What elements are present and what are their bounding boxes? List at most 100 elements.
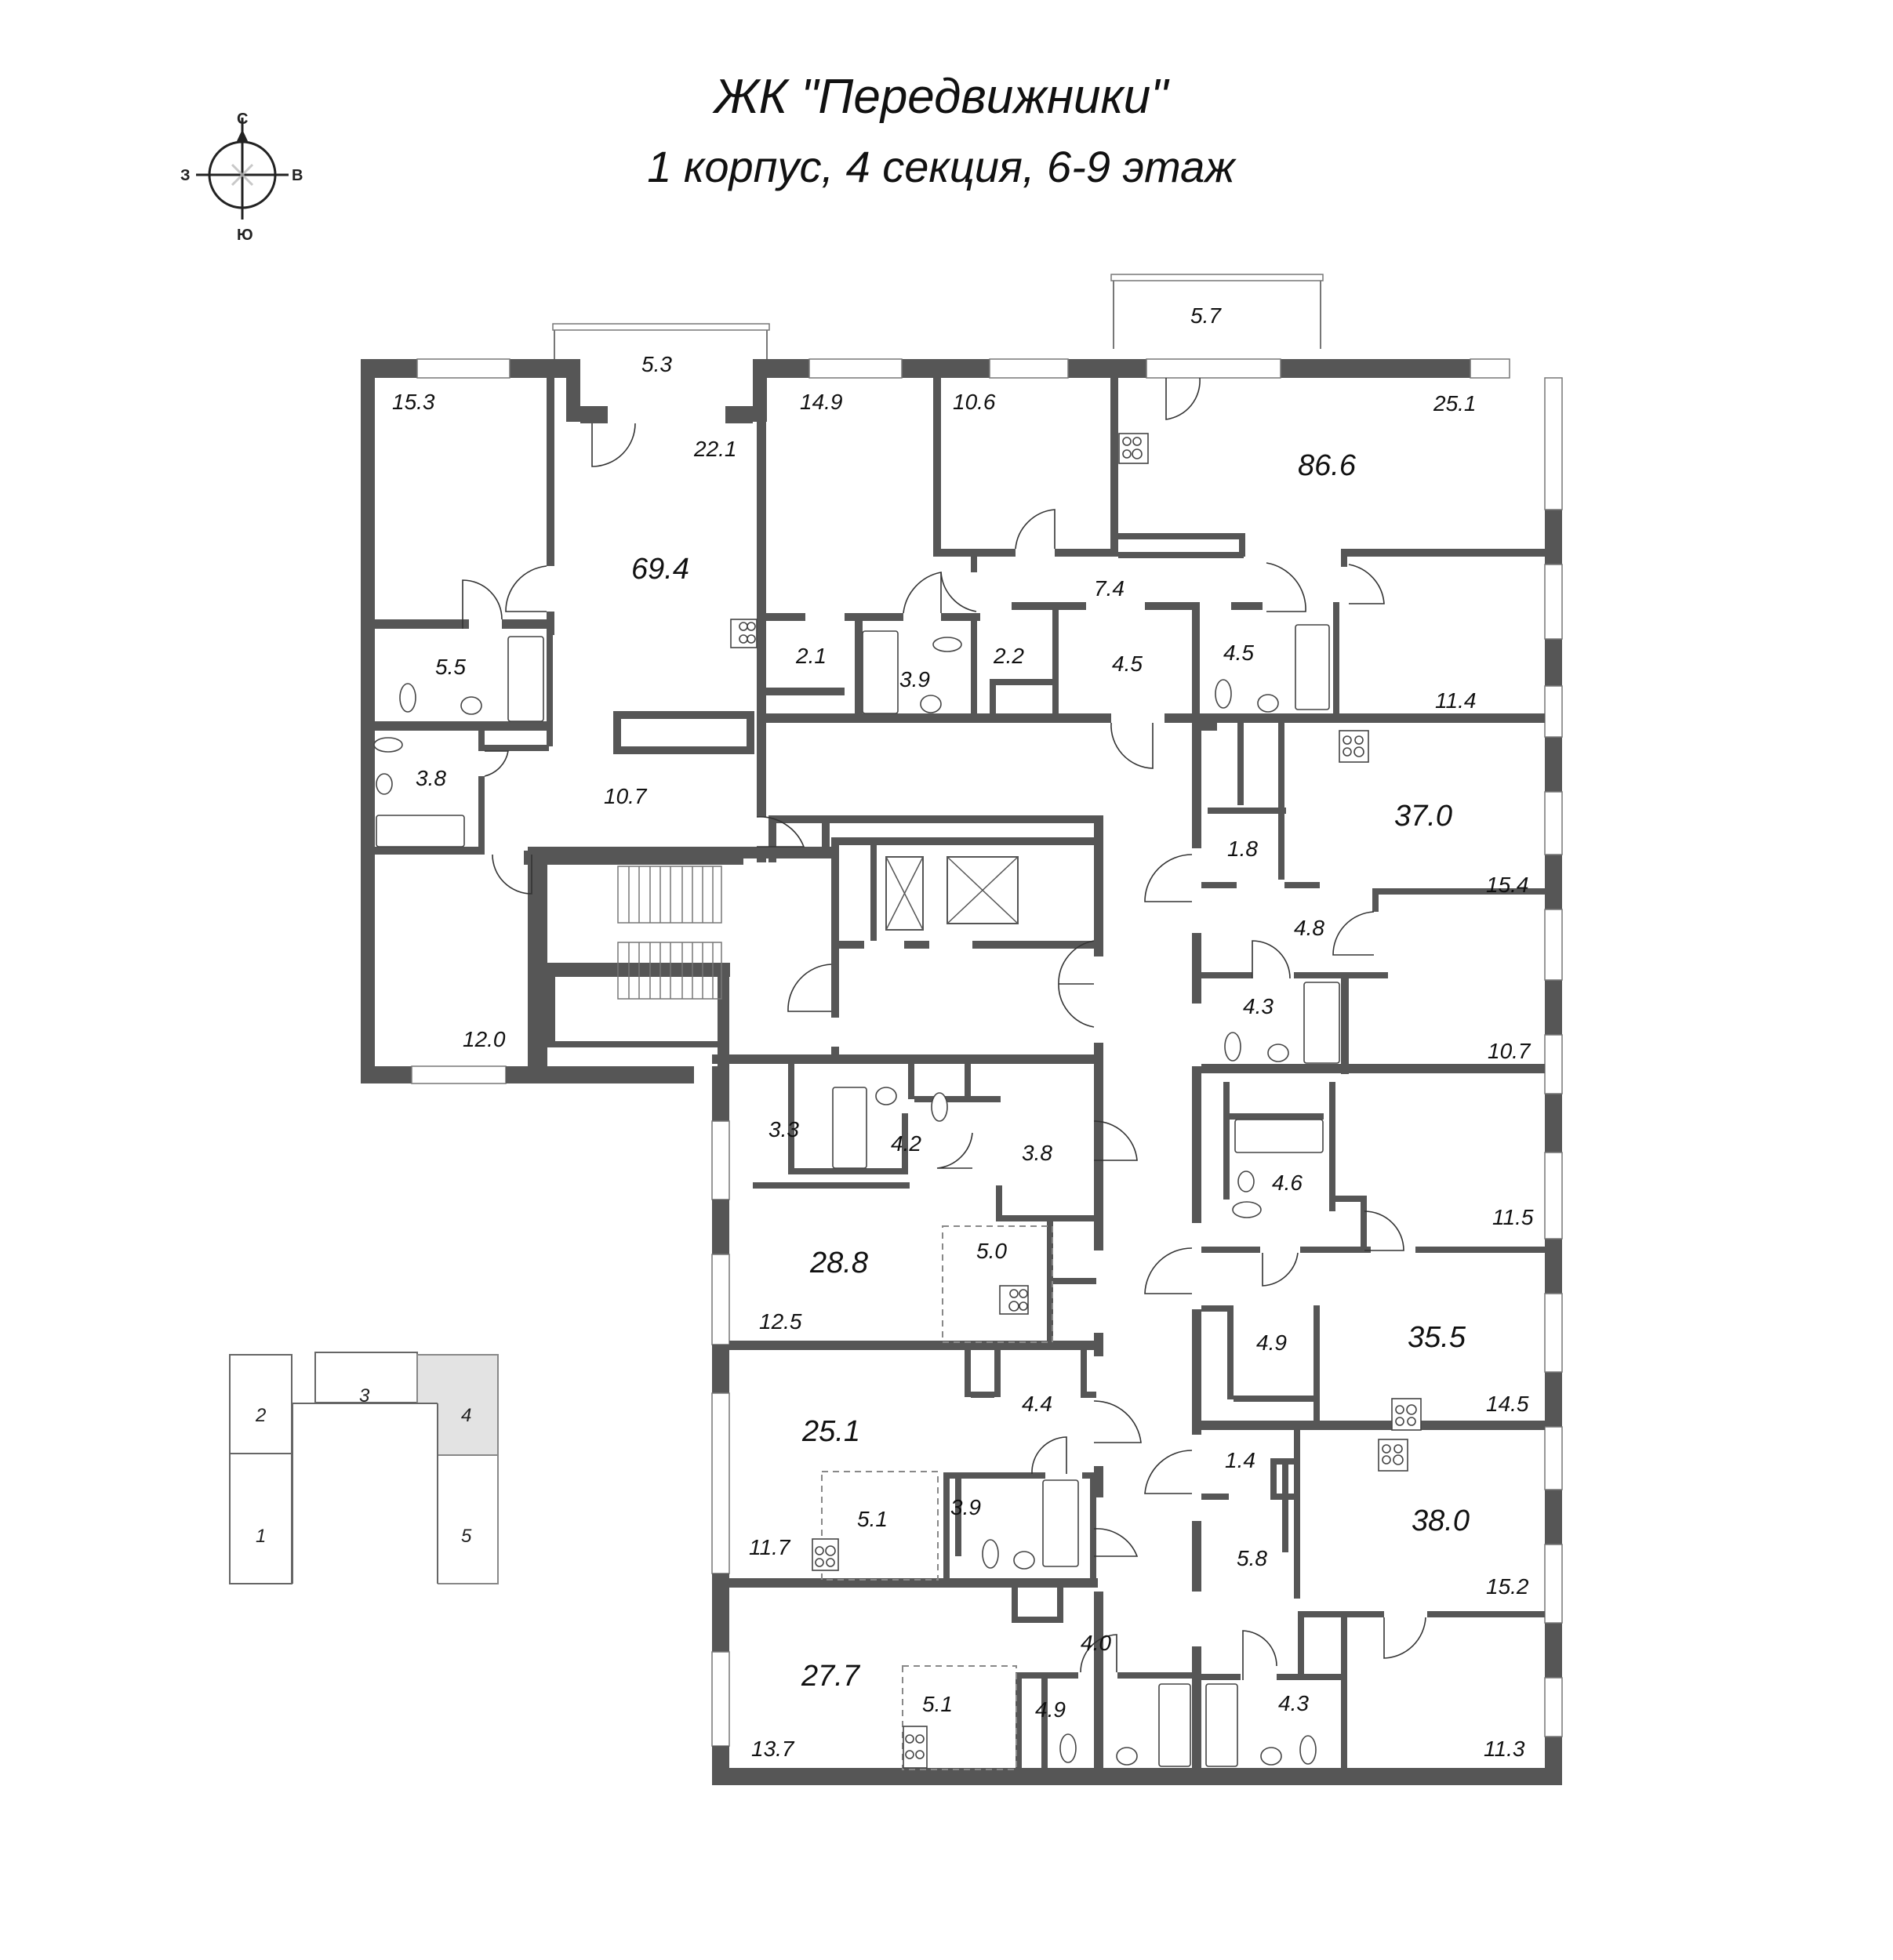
room-area-label: 11.5 [1492, 1205, 1534, 1229]
apartment-total-area: 35.5 [1408, 1321, 1466, 1354]
room-area-label: 10.7 [604, 784, 648, 808]
apartment-total-area: 86.6 [1298, 449, 1357, 482]
page-title: ЖК "Передвижники" [714, 70, 1168, 124]
kitchen-zone-28-8 [942, 1225, 1053, 1343]
staircase [617, 866, 722, 1000]
stove-icon [812, 1538, 839, 1571]
compass-rose-icon: С Ю З В [180, 111, 303, 244]
apartment-total-area: 28.8 [809, 1247, 868, 1279]
compass-west-label: З [180, 167, 191, 184]
exterior-walls [361, 358, 1563, 1785]
bathtub-icon [1042, 1479, 1079, 1567]
toilet-icon [1059, 1733, 1077, 1763]
stove-icon [1378, 1439, 1408, 1472]
key-label-3: 3 [359, 1385, 370, 1406]
balcony-left [552, 323, 770, 362]
sink-icon [1267, 1044, 1289, 1062]
key-label-2: 2 [255, 1405, 266, 1426]
room-area-label: 4.3 [1243, 994, 1274, 1018]
toilet-icon [932, 637, 962, 652]
room-area-label: 5.5 [435, 655, 466, 679]
room-area-label: 14.9 [800, 390, 843, 414]
room-area-label: 25.1 [1433, 391, 1477, 416]
room-area-label: 3.9 [899, 667, 930, 691]
sink-icon [1116, 1747, 1138, 1766]
key-section-3 [314, 1352, 418, 1403]
room-area-label: 22.1 [693, 437, 737, 461]
key-label-4: 4 [461, 1405, 471, 1426]
interior-walls [375, 378, 1545, 1780]
room-area-label: 10.7 [1488, 1039, 1531, 1063]
room-area-label: 12.5 [759, 1309, 802, 1334]
apartment-total-area: 25.1 [801, 1415, 860, 1448]
room-area-label: 5.0 [976, 1239, 1007, 1263]
fixtures [373, 433, 1422, 1769]
room-area-label: 5.8 [1237, 1546, 1267, 1570]
bathtub-icon [832, 1087, 867, 1169]
balcony-right [1110, 274, 1324, 349]
room-area-label: 7.4 [1094, 576, 1125, 601]
bathtub-icon [1295, 624, 1330, 710]
room-area-label: 4.8 [1294, 916, 1324, 940]
bathtub-icon [507, 636, 544, 722]
kitchen-zone-25-1 [821, 1471, 939, 1581]
room-area-label: 11.7 [749, 1535, 791, 1559]
toilet-icon [373, 737, 403, 753]
room-area-label: 10.6 [953, 390, 996, 414]
apartment-total-area: 27.7 [801, 1660, 861, 1693]
room-area-label: 3.9 [950, 1495, 981, 1519]
bathtub-icon [1158, 1683, 1191, 1767]
room-area-label: 4.5 [1223, 641, 1254, 665]
room-area-label: 4.5 [1112, 652, 1143, 676]
room-area-label: 4.9 [1256, 1330, 1287, 1355]
stove-icon [1118, 433, 1149, 464]
room-area-label: 1.8 [1227, 837, 1258, 861]
doors [462, 377, 1426, 1680]
sink-icon [1257, 694, 1279, 713]
key-section-1 [229, 1453, 292, 1584]
key-section-2 [229, 1354, 292, 1454]
balcony-area-label: 5.7 [1190, 303, 1222, 328]
room-area-label: 4.0 [1081, 1631, 1111, 1655]
sink-icon [460, 696, 482, 715]
room-area-label: 1.4 [1225, 1448, 1255, 1472]
balcony-area-label: 5.3 [641, 352, 672, 376]
stove-icon [730, 619, 758, 648]
room-area-label: 5.1 [922, 1692, 953, 1716]
key-label-1: 1 [256, 1526, 266, 1547]
compass-east-label: В [292, 167, 303, 184]
compass-north-label: С [237, 111, 248, 128]
room-area-label: 4.4 [1022, 1392, 1052, 1416]
sink-icon [920, 695, 942, 713]
bathtub-icon [1205, 1683, 1238, 1767]
room-area-label: 11.4 [1435, 688, 1476, 713]
stove-icon [1339, 730, 1369, 763]
sink-icon [1260, 1747, 1282, 1766]
room-area-label: 11.3 [1484, 1737, 1525, 1761]
room-area-label: 5.1 [857, 1507, 888, 1531]
toilet-icon [1224, 1032, 1241, 1062]
toilet-icon [1232, 1201, 1262, 1218]
room-area-label: 12.0 [463, 1027, 506, 1051]
room-area-label: 3.8 [416, 766, 446, 790]
key-label-5: 5 [461, 1526, 472, 1547]
room-area-label: 15.4 [1486, 873, 1529, 897]
sink-icon [376, 773, 393, 795]
sink-icon [1013, 1551, 1035, 1570]
room-area-label: 2.1 [795, 644, 827, 668]
bathtub-icon [1303, 982, 1340, 1064]
compass-south-label: Ю [237, 227, 253, 244]
toilet-icon [1299, 1735, 1317, 1765]
sink-icon [1237, 1171, 1255, 1192]
kitchen-zone-27-7 [902, 1665, 1017, 1770]
area-labels: 15.3 5.3 22.1 69.4 5.5 3.8 10.7 12.0 14.… [392, 303, 1534, 1761]
room-area-label: 4.3 [1278, 1691, 1309, 1715]
toilet-icon [982, 1539, 999, 1569]
page-subtitle: 1 корпус, 4 секция, 6-9 этаж [647, 142, 1235, 191]
apartment-total-area: 38.0 [1412, 1504, 1470, 1537]
key-section-5 [437, 1454, 499, 1584]
room-area-label: 15.2 [1486, 1574, 1529, 1599]
apartment-total-area: 69.4 [631, 553, 689, 586]
key-plan: 2 1 3 4 5 [229, 1352, 499, 1585]
